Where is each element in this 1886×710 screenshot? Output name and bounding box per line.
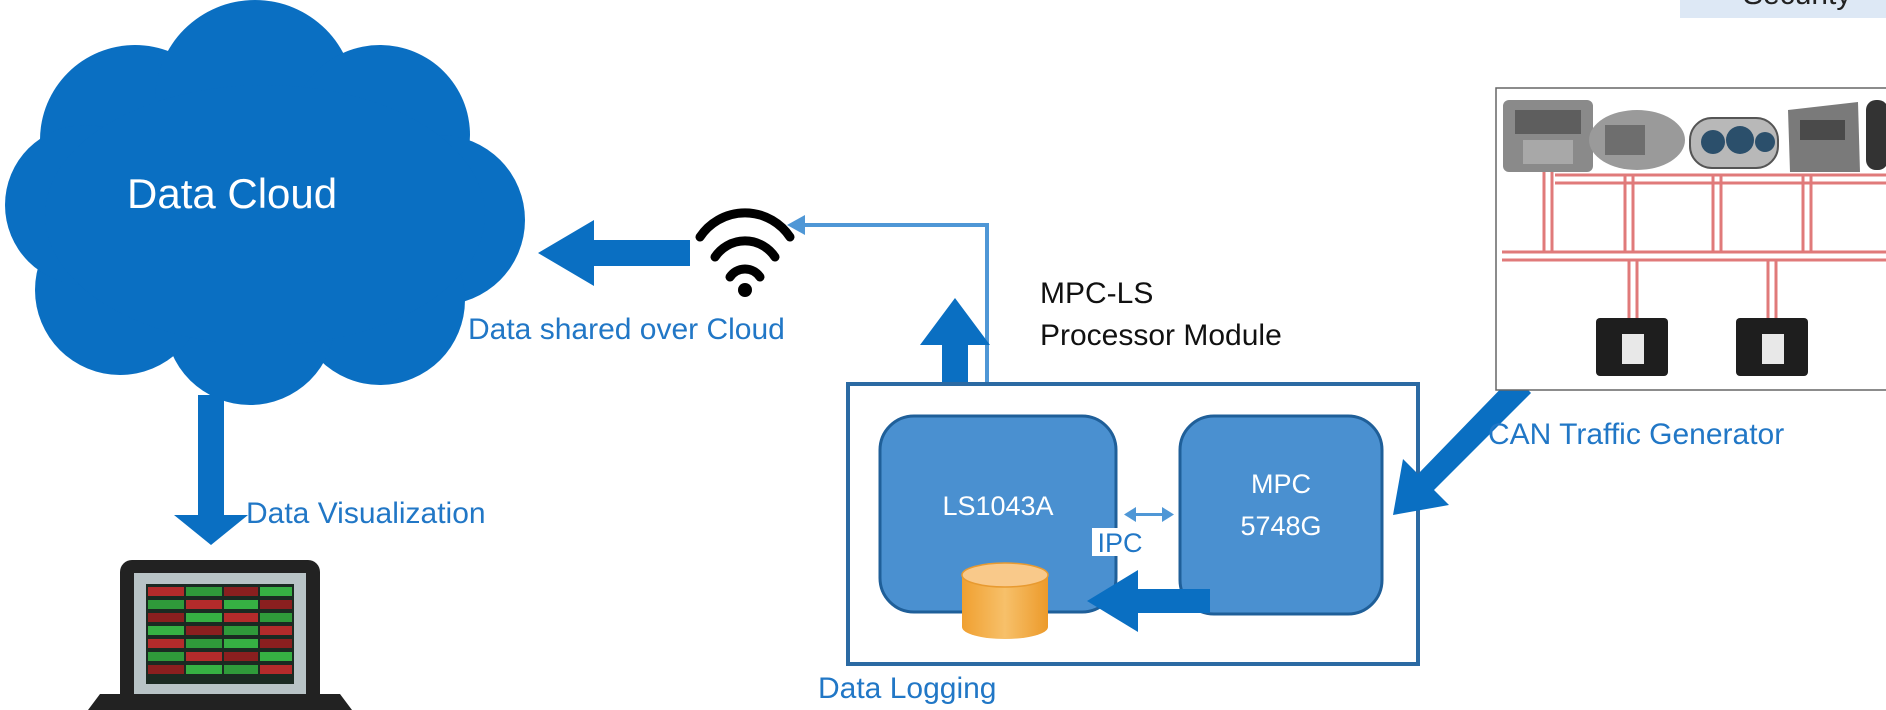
cloud-label: Data Cloud	[127, 170, 338, 217]
wifi-icon	[695, 208, 795, 297]
ipc-label: IPC	[1092, 528, 1148, 558]
cloud-upload-arrow	[538, 220, 690, 286]
can-traffic-generator-label: CAN Traffic Generator	[1488, 418, 1785, 451]
top-right-label-box: Security	[1680, 0, 1886, 18]
door-module-icon	[1788, 102, 1860, 172]
ipc-double-arrow	[1124, 507, 1174, 522]
mpc-label-line1: MPC	[1251, 469, 1311, 499]
data-visualization-label: Data Visualization	[246, 497, 486, 530]
wifi-link-arrowhead	[787, 215, 805, 235]
engine-icon	[1503, 100, 1593, 172]
laptop-icon	[88, 560, 352, 710]
data-shared-label: Data shared over Cloud	[468, 313, 785, 346]
bcm-icon	[1736, 318, 1808, 376]
transmission-icon	[1589, 110, 1685, 170]
can-input-arrow	[1393, 375, 1531, 515]
mpc-label-line2: 5748G	[1240, 511, 1322, 541]
logging-arrow	[1087, 570, 1210, 632]
wifi-link-line	[795, 223, 989, 420]
module-title-line1: MPC-LS	[1040, 277, 1154, 310]
ecm-icon	[1596, 318, 1668, 376]
ls1043a-label: LS1043A	[942, 491, 1054, 521]
cluster-icon	[1689, 117, 1779, 169]
upload-arrow	[920, 298, 990, 404]
data-logging-label: Data Logging	[818, 672, 997, 705]
security-icon	[1866, 100, 1886, 170]
visualization-arrow	[174, 395, 248, 545]
data-cloud-shape	[5, 0, 525, 405]
database-icon	[961, 562, 1049, 639]
can-network-image	[1495, 87, 1886, 391]
mpc5748g-chip	[1178, 414, 1384, 616]
top-right-label: Security	[1743, 0, 1851, 12]
module-title-line2: Processor Module	[1040, 319, 1282, 352]
